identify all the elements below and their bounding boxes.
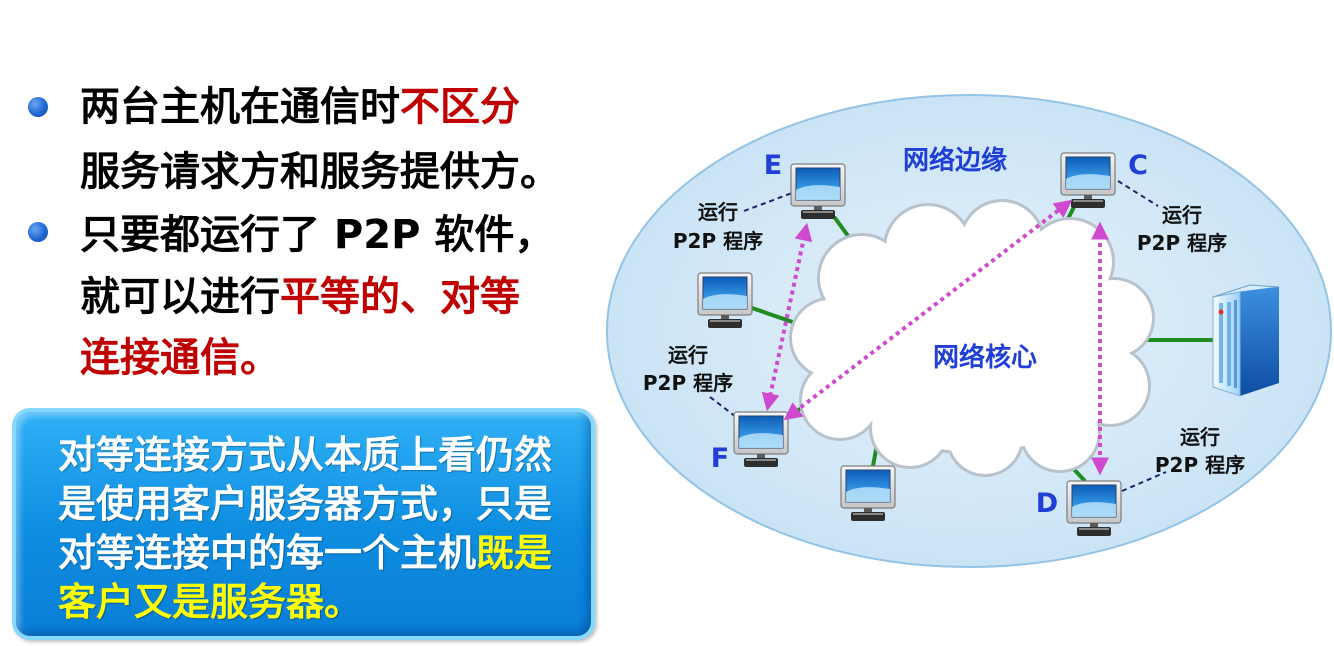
bullet-2-dot-icon bbox=[28, 222, 48, 242]
bullet-1-text: 两台主机在通信时 bbox=[80, 84, 400, 130]
p2p-network-diagram: 网络边缘 网络核心 E C F D 运 bbox=[606, 94, 1332, 568]
bullet-1-line-1: 两台主机在通信时不区分 bbox=[80, 83, 520, 131]
annotation-e-line-1: 运行 bbox=[698, 200, 738, 224]
bullet-2-emphasis: 平等的、对等 bbox=[280, 274, 520, 320]
note-line-2: 是使用客户服务器方式，只是 bbox=[58, 482, 553, 526]
server-icon bbox=[1212, 284, 1280, 397]
network-core-cloud-icon bbox=[792, 202, 1152, 474]
note-line-3-text: 对等连接中的每一个主机 bbox=[58, 531, 477, 575]
annotation-f-line-1: 运行 bbox=[668, 343, 708, 367]
leader-host-c bbox=[1117, 180, 1159, 207]
bullet-2-line-1: 只要都运行了 P2P 软件， bbox=[80, 212, 555, 258]
host-e-label: E bbox=[764, 150, 782, 181]
leader-host-d bbox=[1121, 471, 1167, 492]
annotation-e-line-2: P2P 程序 bbox=[673, 229, 763, 253]
annotation-c-line-2: P2P 程序 bbox=[1137, 231, 1227, 255]
annotation-d-line-1: 运行 bbox=[1180, 425, 1220, 449]
note-line-3: 对等连接中的每一个主机既是 bbox=[58, 531, 552, 575]
bullet-2-line-2: 就可以进行平等的、对等 bbox=[80, 273, 520, 321]
host-c-label: C bbox=[1128, 150, 1148, 181]
annotation-d-line-2: P2P 程序 bbox=[1155, 453, 1245, 477]
core-label: 网络核心 bbox=[933, 342, 1037, 373]
conclusion-note-box: 对等连接方式从本质上看仍然 是使用客户服务器方式，只是 对等连接中的每一个主机既… bbox=[12, 408, 595, 640]
host-d-label: D bbox=[1036, 488, 1058, 519]
annotation-c-line-1: 运行 bbox=[1162, 203, 1202, 227]
bullet-2-text: 就可以进行 bbox=[80, 274, 280, 320]
bullet-1-dot-icon bbox=[28, 97, 48, 117]
note-line-4: 客户又是服务器。 bbox=[58, 580, 363, 624]
bullet-1-emphasis: 不区分 bbox=[400, 84, 520, 130]
note-line-3-highlight: 既是 bbox=[476, 531, 553, 575]
bullet-2-line-3: 连接通信。 bbox=[80, 335, 280, 381]
edge-label: 网络边缘 bbox=[903, 145, 1007, 176]
bullet-1-line-2: 服务请求方和服务提供方。 bbox=[80, 149, 560, 195]
host-f-label: F bbox=[711, 443, 729, 474]
p2p-arrow-f-c bbox=[783, 199, 1073, 421]
note-line-1: 对等连接方式从本质上看仍然 bbox=[58, 433, 553, 477]
annotation-f-line-2: P2P 程序 bbox=[643, 371, 733, 395]
